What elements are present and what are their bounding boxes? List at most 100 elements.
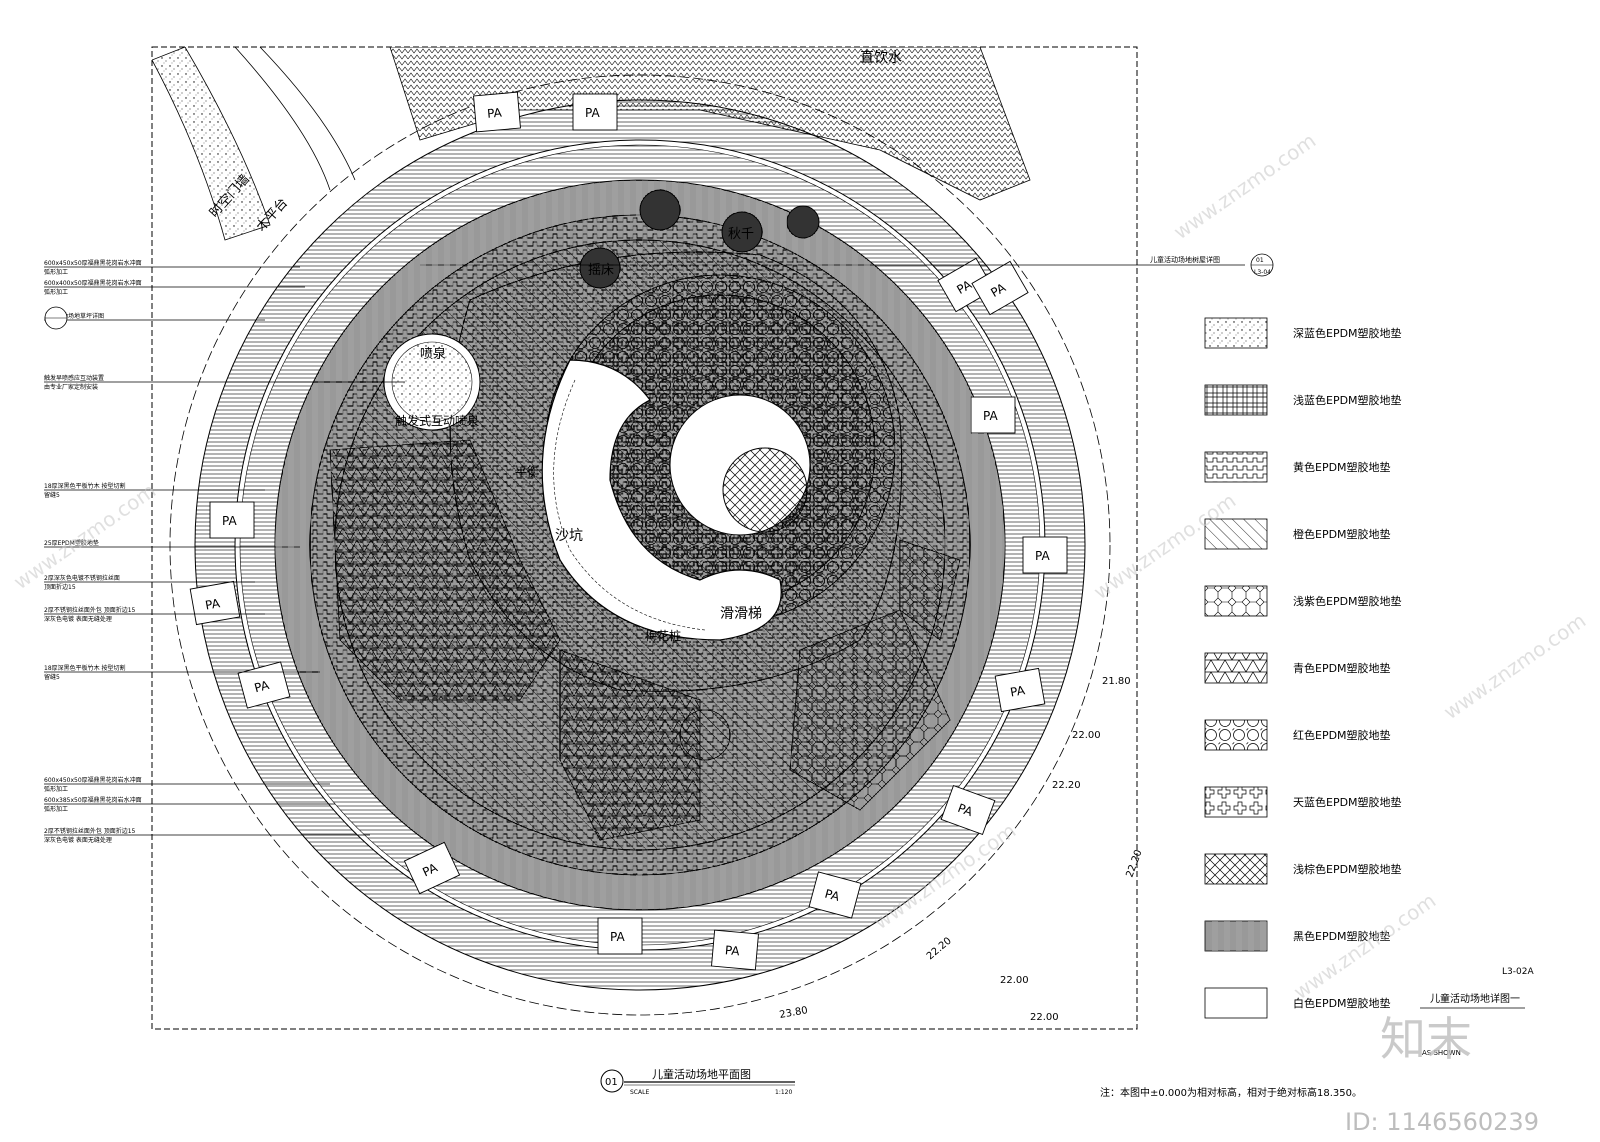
pa-label: PA <box>253 678 272 696</box>
legend-item: 红色EPDM塑胶地垫 <box>1204 719 1391 751</box>
pa-box: PA <box>808 871 862 919</box>
annotation-line2: 深灰色电镀 表面无缝处理 <box>44 836 112 844</box>
legend-label: 黑色EPDM塑胶地垫 <box>1293 929 1391 943</box>
sand-pit <box>541 359 782 641</box>
lilac-epdm-zone <box>789 609 951 811</box>
annotation-line1: 600x450x50厚福鼎黑花岗岩水冲面 <box>44 259 142 267</box>
outer-ring-dashed <box>169 74 1111 1016</box>
pa-label: PA <box>956 801 975 819</box>
legend-swatch <box>1204 987 1268 1019</box>
legend-swatch <box>1204 652 1268 684</box>
title-number-bubble <box>600 1069 624 1093</box>
annotation-line1: 18厚深黑色平板竹木 按型切割 <box>44 664 126 672</box>
brown-epdm-disc <box>722 447 808 533</box>
label-swing-bed: 摇床 <box>588 263 614 278</box>
legend-swatch <box>1204 920 1268 952</box>
legend-swatch <box>1204 518 1268 550</box>
pa-box: PA <box>970 396 1016 434</box>
annotation-line1: 儿童活动场地草坪详图 <box>44 312 104 320</box>
legend-label: 橙色EPDM塑胶地垫 <box>1293 527 1391 541</box>
annotation-line1: 25厚EPDM塑胶地垫 <box>44 539 99 547</box>
annotation-line2: 留缝5 <box>44 673 60 681</box>
legend-label: 黄色EPDM塑胶地垫 <box>1293 460 1391 474</box>
annotation-line2: 顶面折边15 <box>44 583 76 591</box>
annotation-line1: 触发早喷感应互动装置 <box>44 374 104 382</box>
pa-label: PA <box>988 280 1008 300</box>
brand-logo: 知末 <box>1380 1012 1472 1066</box>
legend-item: 浅紫色EPDM塑胶地垫 <box>1204 585 1402 617</box>
pa-label: PA <box>954 277 974 297</box>
pa-box: PA <box>597 917 643 955</box>
annotation-line1: 600x400x50厚福鼎黑花岗岩水冲面 <box>44 279 142 287</box>
pa-box: PA <box>711 929 759 971</box>
label-balance: 平衡 <box>515 465 539 479</box>
pa-box: PA <box>940 784 996 836</box>
annotation-line2: 留缝5 <box>44 491 60 499</box>
annotation-line2: 弧形加工 <box>44 805 68 813</box>
pa-label: PA <box>1009 683 1027 699</box>
elevation-5: 22.20 <box>925 935 954 962</box>
legend-label: 青色EPDM塑胶地垫 <box>1293 661 1391 675</box>
legend-swatch <box>1204 585 1268 617</box>
right-callout-sheet: L3-04 <box>1254 269 1271 276</box>
elevation-7: 22.00 <box>1030 1012 1059 1023</box>
legend-item: 青色EPDM塑胶地垫 <box>1204 652 1391 684</box>
scale-value: 1:120 <box>775 1089 792 1096</box>
teal-epdm-zone-left <box>329 439 561 701</box>
legend-swatch <box>1204 853 1268 885</box>
annotation-line1: 2厚不锈钢拉丝面外包 顶面折边15 <box>44 606 136 614</box>
legend-label: 浅紫色EPDM塑胶地垫 <box>1293 594 1402 608</box>
legend: 深蓝色EPDM塑胶地垫浅蓝色EPDM塑胶地垫黄色EPDM塑胶地垫橙色EPDM塑胶… <box>1204 317 1402 1019</box>
elevation-4: 22.20 <box>1124 848 1144 879</box>
pa-box: PA <box>937 257 995 313</box>
pa-box: PA <box>572 93 618 131</box>
swing-pad-3 <box>786 205 820 239</box>
legend-swatch <box>1204 451 1268 483</box>
annotation-line2: 深灰色电镀 表面无缝处理 <box>44 615 112 623</box>
pa-label: PA <box>487 106 504 121</box>
sheet-title: 儿童活动场地详图一 <box>1430 992 1520 1005</box>
elevation-8: 23.80 <box>779 1005 809 1021</box>
legend-swatch <box>1204 384 1268 416</box>
pa-label: PA <box>204 596 222 612</box>
legend-swatch <box>1204 719 1268 751</box>
label-swing: 秋千 <box>728 227 754 242</box>
elevation-6: 22.00 <box>1000 975 1029 986</box>
teal-epdm-zone-bottom <box>559 649 701 841</box>
legend-label: 白色EPDM塑胶地垫 <box>1293 996 1391 1010</box>
pa-box: PA <box>994 667 1046 713</box>
annotation: 25厚EPDM塑胶地垫 <box>44 539 300 548</box>
pa-label: PA <box>610 930 625 944</box>
legend-swatch <box>1204 317 1268 349</box>
pa-box: PA <box>473 91 521 133</box>
legend-item: 白色EPDM塑胶地垫 <box>1204 987 1391 1019</box>
svg-text:www.znzmo.com: www.znzmo.com <box>1289 888 1440 1004</box>
legend-item: 黄色EPDM塑胶地垫 <box>1204 451 1391 483</box>
scale-label: SCALE <box>630 1089 649 1096</box>
sheet-ref: L3-02A <box>1502 967 1534 977</box>
elevation-1: 21.80 <box>1102 676 1131 687</box>
legend-label: 深蓝色EPDM塑胶地垫 <box>1293 326 1402 340</box>
as-shown: AS SHOWN <box>1422 1049 1461 1057</box>
label-sand-pit: 沙坑 <box>555 528 583 544</box>
drawing-title: 儿童活动场地平面图 <box>652 1067 751 1081</box>
legend-label: 浅蓝色EPDM塑胶地垫 <box>1293 393 1402 407</box>
lilac-epdm-zone-2 <box>899 539 961 641</box>
pa-box: PA <box>237 661 291 709</box>
label-fountain: 触发式互动喷泉 <box>395 413 479 428</box>
swing-bed-pad <box>579 247 621 289</box>
annotation-line1: 2厚深灰色电镀不锈钢拉丝面 <box>44 574 120 582</box>
legend-item: 天蓝色EPDM塑胶地垫 <box>1204 786 1402 818</box>
legend-item: 浅蓝色EPDM塑胶地垫 <box>1204 384 1402 416</box>
legend-item: 浅棕色EPDM塑胶地垫 <box>1204 853 1402 885</box>
pa-label: PA <box>222 514 237 528</box>
pa-label: PA <box>420 860 440 879</box>
